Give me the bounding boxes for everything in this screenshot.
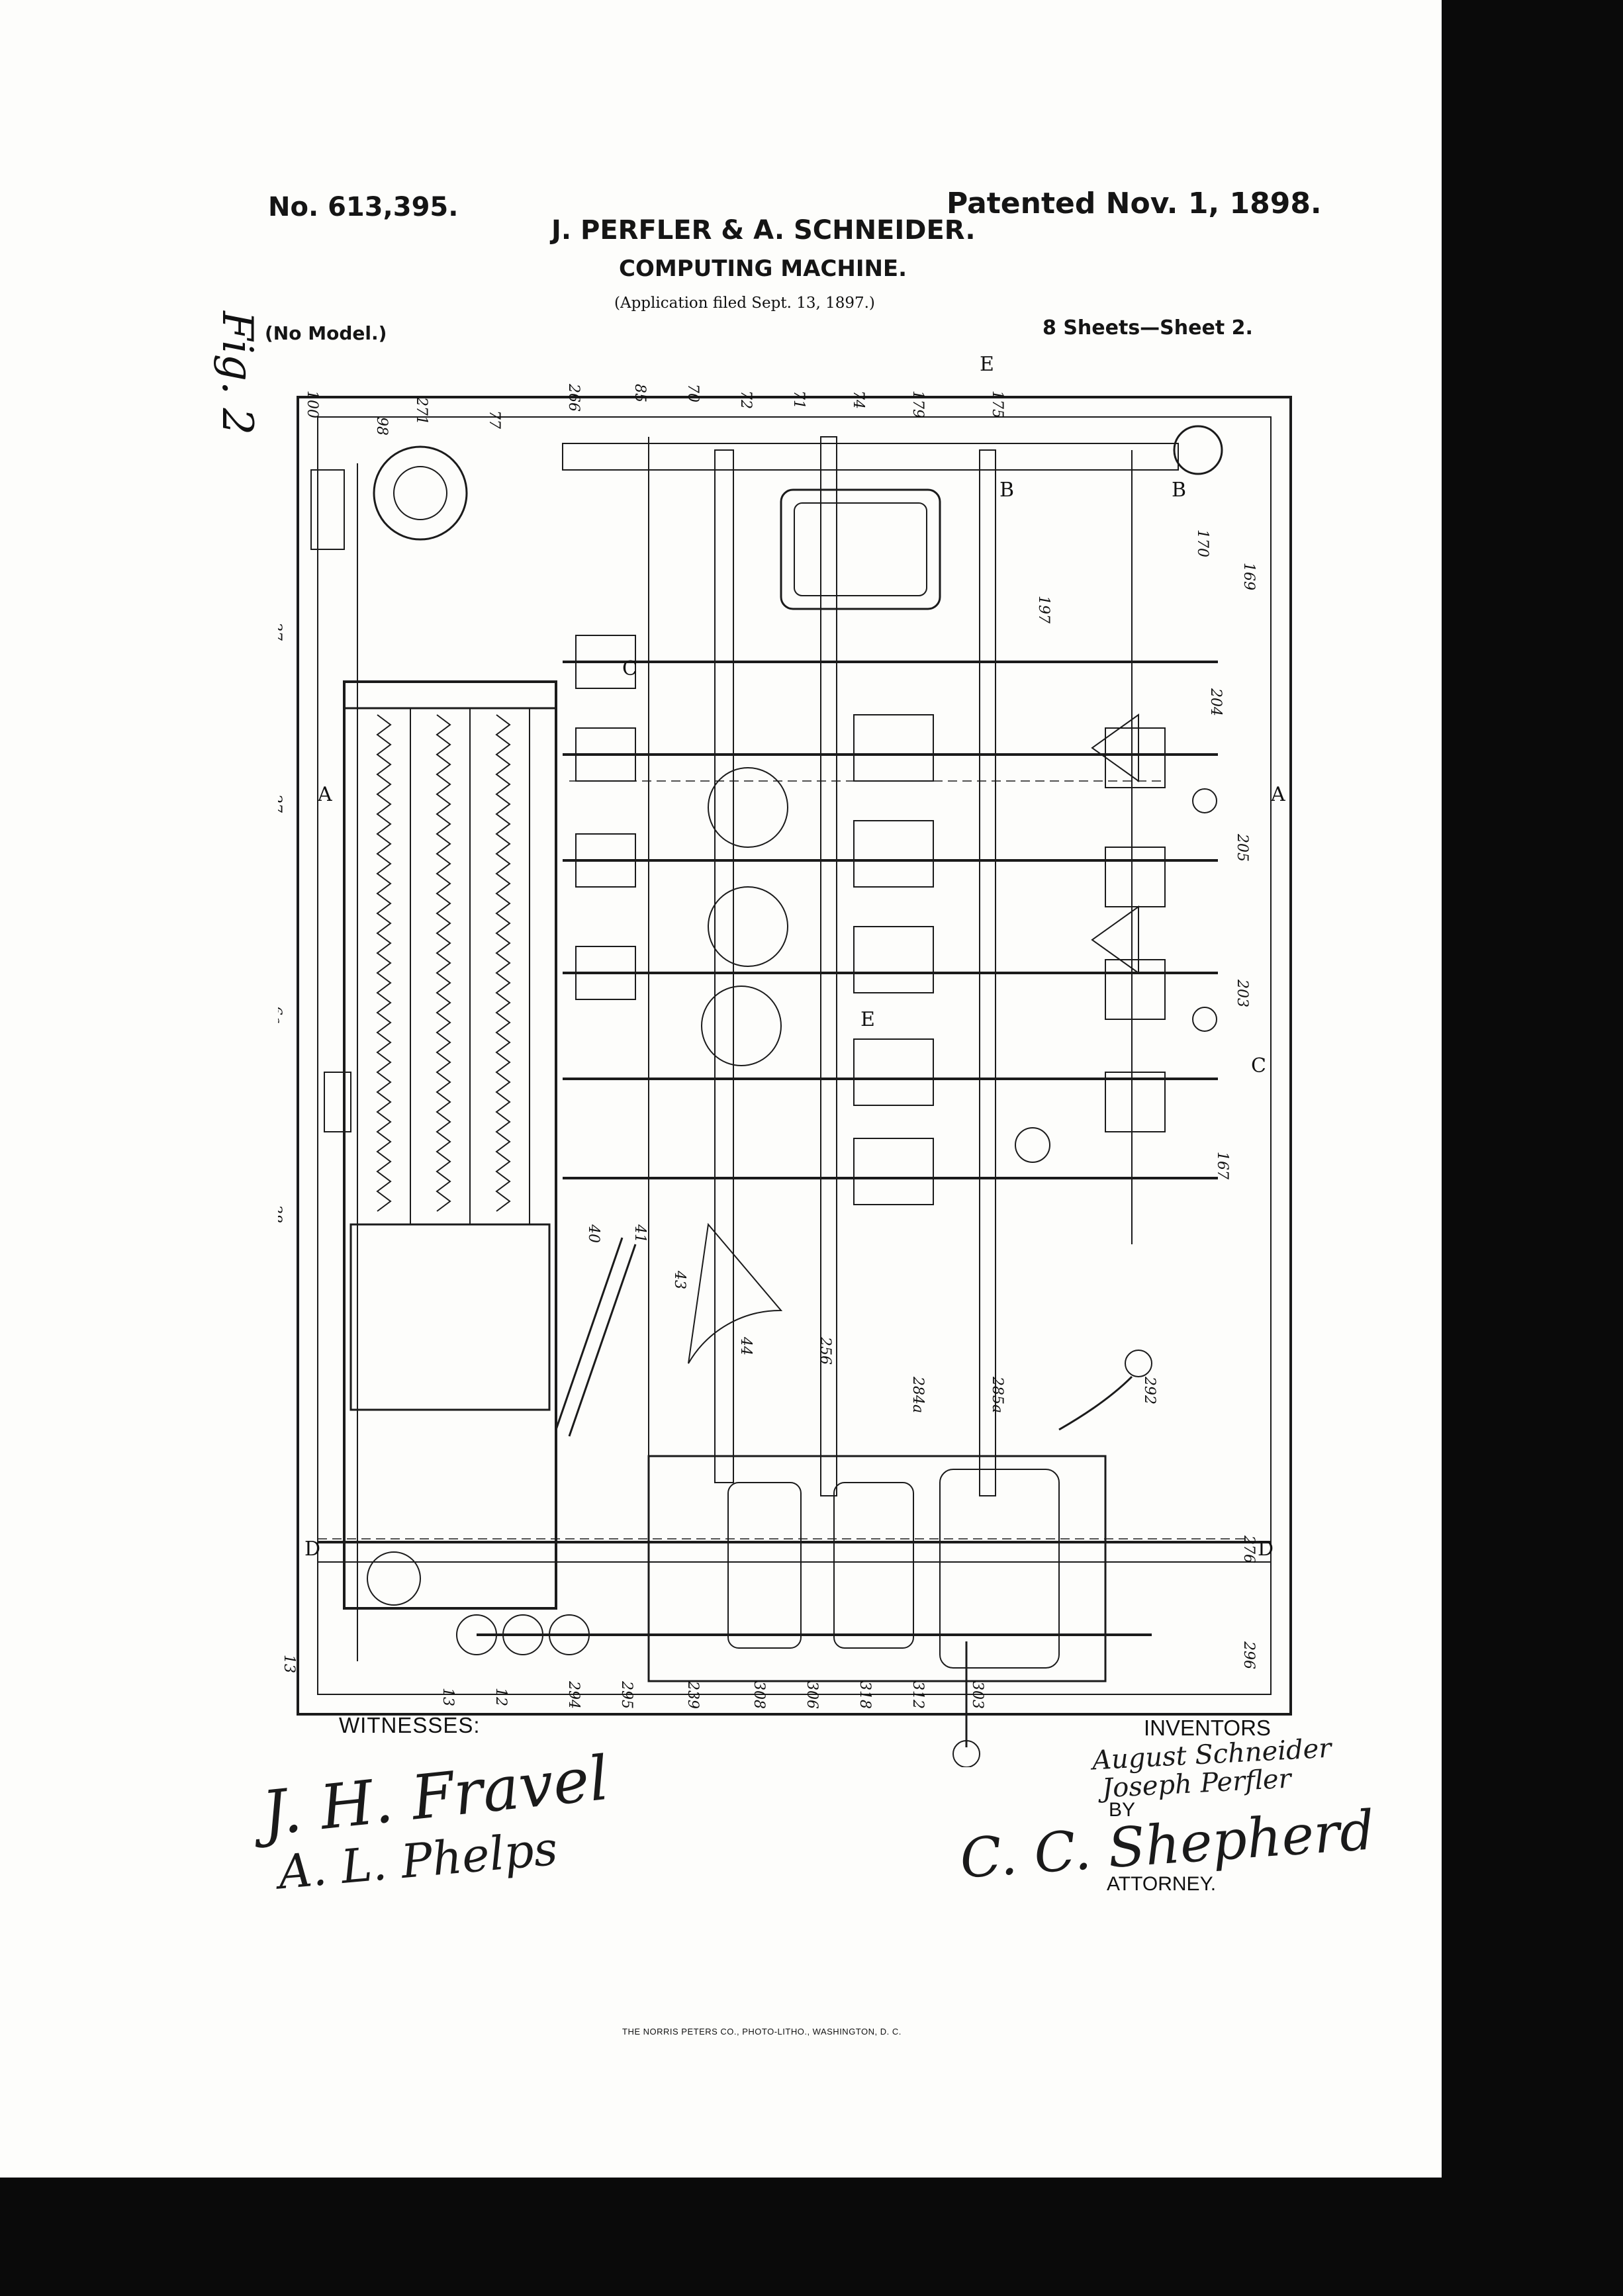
lower-drum-mid [833, 1482, 914, 1649]
main-shaft-2 [820, 436, 837, 1496]
carriage-top-bar [343, 680, 557, 710]
svg-text:70: 70 [684, 384, 701, 402]
witnesses-label: WITNESSES: [339, 1713, 481, 1737]
sheet-note: 8 Sheets—Sheet 2. [1043, 316, 1253, 340]
svg-text:13: 13 [281, 1655, 297, 1673]
patent-date: Patented Nov. 1, 1898. [947, 187, 1322, 220]
svg-text:292: 292 [1141, 1376, 1158, 1404]
patent-sheet: No. 613,395. Patented Nov. 1, 1898. J. P… [0, 0, 1442, 2178]
svg-text:77: 77 [486, 410, 502, 429]
printer-credit: THE NORRIS PETERS CO., PHOTO-LITHO., WAS… [622, 2027, 902, 2037]
svg-text:41: 41 [631, 1224, 648, 1243]
carriage-frame [343, 680, 557, 1610]
svg-text:44: 44 [737, 1336, 754, 1355]
model-note: (No Model.) [265, 322, 387, 344]
machine-drawing: 100 98 271 77 266 85 70 72 71 74 179 175… [278, 353, 1292, 1767]
machine-title: COMPUTING MACHINE. [619, 255, 907, 282]
svg-text:175: 175 [989, 390, 1005, 418]
svg-text:284a: 284a [909, 1376, 926, 1413]
top-left-wheel [373, 445, 468, 541]
svg-text:B: B [1172, 479, 1186, 502]
inventors-label: INVENTORS [1144, 1716, 1271, 1740]
lower-drum-right [939, 1469, 1060, 1669]
svg-text:D: D [304, 1538, 320, 1561]
svg-text:256: 256 [817, 1336, 833, 1365]
svg-text:296: 296 [1240, 1641, 1257, 1669]
svg-text:100: 100 [304, 390, 320, 418]
svg-text:266: 266 [565, 383, 582, 412]
top-gear-rail [562, 443, 1179, 471]
scan-border-bottom [0, 2178, 1623, 2296]
application-date: (Application filed Sept. 13, 1897.) [614, 295, 875, 312]
gear-sector-3 [701, 986, 782, 1066]
svg-text:303: 303 [969, 1681, 986, 1709]
spring-2 [436, 714, 451, 1212]
svg-text:E: E [980, 353, 994, 376]
svg-text:271: 271 [413, 396, 430, 425]
svg-text:306: 306 [804, 1681, 820, 1709]
svg-text:294: 294 [565, 1680, 582, 1709]
main-shaft-1 [714, 449, 734, 1483]
svg-text:312: 312 [909, 1681, 926, 1709]
svg-text:85: 85 [631, 384, 648, 402]
svg-text:276: 276 [1240, 1535, 1257, 1563]
svg-text:167: 167 [1214, 1152, 1230, 1179]
svg-text:285a: 285a [989, 1376, 1005, 1413]
svg-text:A: A [1270, 783, 1285, 806]
inventors-title: J. PERFLER & A. SCHNEIDER. [551, 215, 976, 246]
svg-text:308: 308 [751, 1681, 767, 1709]
scan-border-right [1442, 0, 1623, 2178]
svg-text:E: E [860, 1008, 875, 1031]
gear-sector-2 [708, 886, 788, 967]
attorney-label: ATTORNEY. [1107, 1873, 1217, 1895]
svg-text:37: 37 [278, 622, 284, 641]
carriage-bottom-box [349, 1223, 551, 1411]
svg-text:27: 27 [278, 794, 284, 813]
svg-text:B: B [999, 479, 1014, 502]
gear-sector-1 [708, 767, 788, 848]
svg-text:6a: 6a [278, 1006, 284, 1024]
lower-frame [647, 1455, 1107, 1682]
svg-text:38: 38 [278, 1205, 284, 1223]
svg-text:318: 318 [857, 1681, 873, 1709]
svg-text:239: 239 [684, 1680, 701, 1709]
lower-drum-left [727, 1482, 802, 1649]
svg-text:179: 179 [909, 390, 926, 418]
figure-label: Fig. 2 [212, 311, 261, 436]
svg-text:C: C [622, 657, 637, 680]
svg-text:295: 295 [618, 1680, 635, 1709]
top-right-wheel [1173, 425, 1223, 475]
svg-text:204: 204 [1207, 688, 1224, 716]
svg-text:203: 203 [1234, 979, 1250, 1007]
svg-text:72: 72 [737, 390, 754, 409]
by-label: BY [1109, 1799, 1136, 1821]
spring-3 [495, 714, 511, 1212]
svg-text:13: 13 [440, 1688, 456, 1706]
svg-text:43: 43 [671, 1270, 688, 1289]
svg-text:71: 71 [790, 390, 807, 409]
svg-text:169: 169 [1240, 563, 1257, 590]
svg-text:74: 74 [850, 390, 866, 409]
patent-number: No. 613,395. [268, 192, 459, 222]
top-drum [780, 488, 941, 610]
svg-text:C: C [1251, 1054, 1266, 1078]
svg-text:40: 40 [585, 1224, 602, 1243]
base-plate-outline [297, 396, 1292, 1716]
svg-text:D: D [1258, 1538, 1274, 1561]
base-plate-inner [317, 416, 1272, 1695]
svg-text:12: 12 [492, 1688, 509, 1706]
spring-1 [376, 714, 392, 1212]
svg-text:170: 170 [1194, 529, 1211, 557]
svg-text:98: 98 [373, 417, 390, 436]
quadrant-gear [688, 1222, 783, 1364]
svg-text:A: A [317, 783, 332, 806]
svg-text:205: 205 [1234, 833, 1250, 862]
svg-text:197: 197 [1035, 596, 1052, 623]
